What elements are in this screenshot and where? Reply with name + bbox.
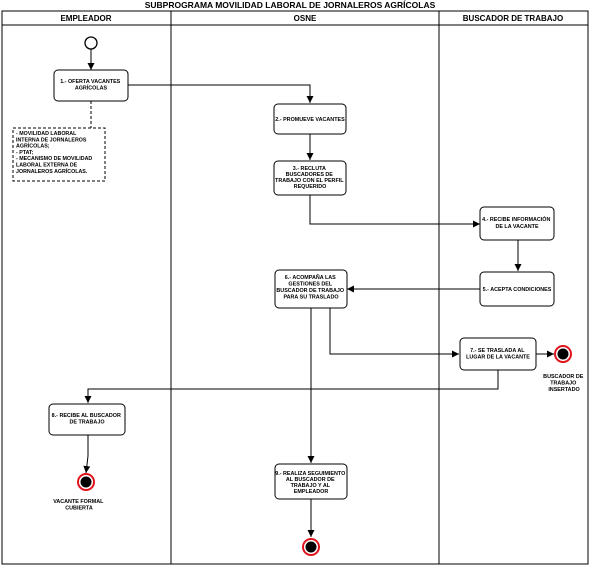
- connectors: [83, 49, 554, 537]
- end-node-osne: [302, 538, 320, 556]
- svg-text:7.- SE TRASLADA AL LUGAR: 7.- SE TRASLADA AL LUGAR DE LA VACANTE: [466, 348, 530, 361]
- activity-a3: 3.- RECLUTA BUSCADORES DE TRABAJO CON EL…: [273, 160, 347, 196]
- lane-header-empleador: EMPLEADOR: [60, 14, 111, 23]
- svg-text:3.- RECLUTA BUSCADORES D: 3.- RECLUTA BUSCADORES DE TRABAJO CON EL…: [275, 166, 345, 190]
- svg-text:- MOVILIDAD LABORAL INTE: - MOVILIDAD LABORAL INTERNA DE JORNALERO…: [16, 131, 94, 175]
- svg-text:2.- PROMUEVE VACANTES: 2.- PROMUEVE VACANTES: [275, 117, 345, 123]
- activity-a5: 5.- ACEPTA CONDICIONES: [479, 271, 555, 307]
- note-box: - MOVILIDAD LABORAL INTERNA DE JORNALERO…: [12, 127, 106, 182]
- flow-a7-to-a8: [84, 370, 499, 403]
- diagram-title: SUBPROGRAMA MOVILIDAD LABORAL DE JORNALE…: [145, 0, 436, 10]
- swimlane-frame: [1, 10, 589, 565]
- end-label-buscador: BUSCADOR DE TRABAJO INSERTADO: [543, 374, 585, 393]
- end-label-empleador: VACANTE FORMAL CUBIERTA: [53, 499, 105, 512]
- svg-text:5.- ACEPTA CONDICIONES: 5.- ACEPTA CONDICIONES: [483, 287, 552, 293]
- lane-header-osne: OSNE: [294, 14, 317, 23]
- activity-a2: 2.- PROMUEVE VACANTES: [273, 103, 347, 135]
- svg-text:4.- RECIBE INFORMACIÓN D: 4.- RECIBE INFORMACIÓN DE LA VACANTE: [482, 215, 552, 230]
- end-node-buscador: [554, 345, 572, 363]
- activity-a6: 6.- ACOMPAÑA LAS GESTIONES DEL BUSCADOR …: [274, 269, 348, 309]
- activity-a8: 8.- RECIBE AL BUSCADOR DE TRABAJO: [48, 403, 126, 436]
- flow-a6-to-a7: [329, 308, 459, 358]
- activity-a7: 7.- SE TRASLADA AL LUGAR DE LA VACANTE: [459, 337, 537, 371]
- svg-text:9.- REALIZA SEGUIMIENTO: 9.- REALIZA SEGUIMIENTO AL BUSCADOR DE T…: [275, 471, 347, 495]
- end-node-empleador: [77, 473, 95, 491]
- activity-a1: 1.- OFERTA VACANTES AGRÍCOLAS: [53, 69, 129, 102]
- activity-a9: 9.- REALIZA SEGUIMIENTO AL BUSCADOR DE T…: [274, 463, 348, 500]
- flow-a3-to-a4: [309, 195, 480, 228]
- svg-text:6.- ACOMPAÑA LAS GESTION: 6.- ACOMPAÑA LAS GESTIONES DEL BUSCADOR …: [276, 274, 345, 301]
- lane-header-buscador: BUSCADOR DE TRABAJO: [463, 14, 563, 23]
- activity-a4: 4.- RECIBE INFORMACIÓN DE LA VACANTE: [479, 206, 555, 241]
- svg-text:1.- OFERTA VACANTES AGRÍ: 1.- OFERTA VACANTES AGRÍCOLAS: [60, 79, 122, 92]
- flow-a1-to-a2: [128, 84, 314, 103]
- start-node: [84, 36, 98, 50]
- flow-a8-to-end: [83, 435, 91, 474]
- svg-text:8.- RECIBE AL BUSCADOR D: 8.- RECIBE AL BUSCADOR DE TRABAJO: [52, 413, 123, 426]
